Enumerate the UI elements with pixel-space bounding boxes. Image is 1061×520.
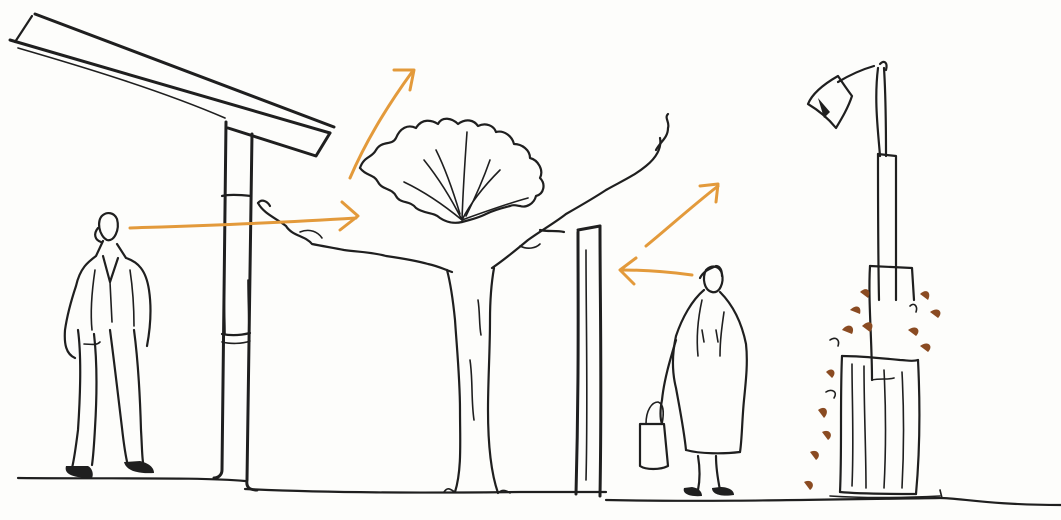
arrow-icon bbox=[646, 186, 718, 246]
arrow-icon bbox=[350, 72, 412, 178]
planter bbox=[804, 266, 942, 498]
support-column bbox=[214, 122, 257, 490]
tree bbox=[258, 114, 668, 493]
pillar bbox=[576, 226, 601, 496]
woman-with-bag bbox=[640, 266, 747, 496]
street-lamp bbox=[808, 62, 896, 300]
arrow-icon bbox=[340, 202, 358, 230]
ground-line bbox=[18, 478, 1061, 505]
arrow-icon bbox=[622, 270, 692, 275]
standing-man bbox=[65, 213, 154, 478]
arrow-icon bbox=[130, 218, 356, 228]
roof bbox=[10, 14, 334, 156]
